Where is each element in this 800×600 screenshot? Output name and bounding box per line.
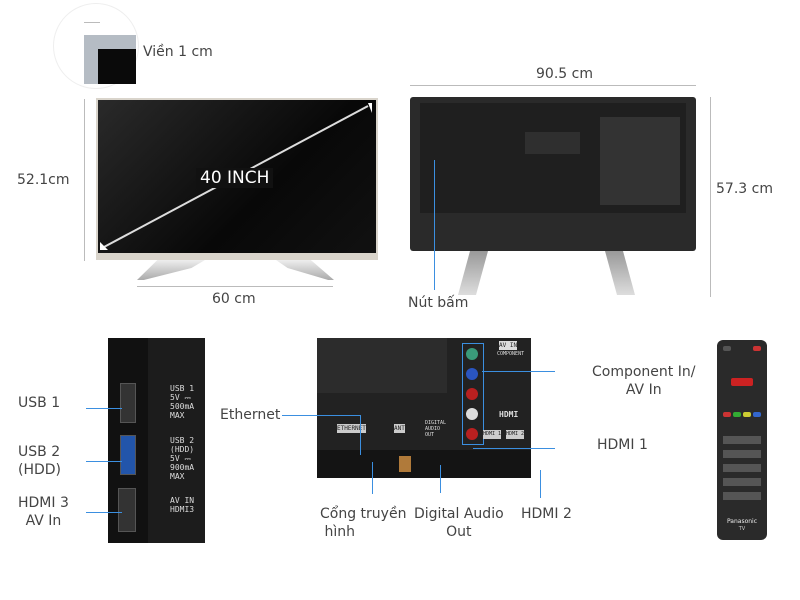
button-pointer-line	[434, 160, 435, 290]
ant-printed: ANT	[394, 424, 405, 433]
antenna-pointer	[372, 462, 373, 494]
remote-sub: TV	[738, 526, 746, 532]
hdmi2-printed: HDMI 2	[506, 430, 525, 439]
component-av-ports	[462, 343, 484, 445]
bezel-dimension-line	[84, 22, 100, 23]
front-stand-left	[137, 260, 205, 280]
usb1-pointer	[86, 408, 122, 409]
hdmi2-label: HDMI 2	[521, 506, 572, 522]
component-printed: COMPONENT	[497, 351, 525, 357]
diagonal-label: 40 INCH	[196, 168, 274, 188]
hdmi-logo: HDMI	[499, 410, 519, 419]
remote-control: Panasonic TV	[717, 340, 767, 540]
usb2-label: USB 2 (HDD)	[18, 444, 62, 478]
component-label: Component In/ AV In	[592, 364, 696, 398]
back-stand-left	[458, 251, 488, 295]
hdmi1-printed: HDMI 1	[483, 430, 502, 439]
ethernet-printed: ETHERNET	[337, 424, 366, 433]
back-height-line	[710, 97, 711, 297]
usb1-label: USB 1	[18, 395, 61, 411]
usb1-port	[120, 383, 136, 423]
hdmi3-port	[118, 488, 136, 532]
av-in-printed: AV IN	[499, 341, 518, 350]
front-tv: 40 INCH	[96, 98, 378, 260]
hdmi2-pointer	[540, 470, 541, 498]
back-stand-right	[605, 251, 635, 295]
remote-brand: Panasonic	[726, 518, 758, 525]
button-label: Nút bấm	[408, 295, 469, 311]
bezel-corner	[84, 35, 136, 84]
component-pointer	[482, 371, 555, 372]
hdmi3-label: HDMI 3 AV In	[18, 495, 69, 529]
front-height-label: 52.1cm	[17, 172, 70, 188]
front-width-line	[137, 286, 333, 287]
bezel-zoom-circle	[53, 3, 139, 89]
ethernet-label: Ethernet	[220, 407, 281, 423]
antenna-label: Cổng truyền hình	[320, 506, 407, 540]
back-width-label: 90.5 cm	[536, 66, 593, 82]
hdmi1-label: HDMI 1	[597, 437, 648, 453]
bezel-label: Viền 1 cm	[143, 44, 213, 60]
ethernet-pointer-v	[360, 415, 361, 455]
digital-audio-pointer	[440, 465, 441, 493]
antenna-connector	[399, 456, 411, 472]
usb2-printed: USB 2 (HDD) 5V ⎓ 900mA MAX	[170, 436, 195, 481]
hdmi1-pointer	[473, 448, 555, 449]
back-height-label: 57.3 cm	[716, 181, 773, 197]
back-tv	[410, 97, 696, 251]
back-width-line	[410, 85, 696, 86]
front-stand-right	[276, 260, 334, 280]
front-width-label: 60 cm	[212, 291, 256, 307]
ethernet-pointer	[282, 415, 360, 416]
hdmi3-printed: AV IN HDMI3	[170, 496, 195, 514]
digital-audio-label: Digital Audio Out	[414, 506, 504, 540]
digital-printed: DIGITAL AUDIO OUT	[425, 420, 447, 438]
usb1-printed: USB 1 5V ⎓ 500mA MAX	[170, 384, 195, 420]
rear-panel-photo: ETHERNET ANT DIGITAL AUDIO OUT AV IN COM…	[317, 338, 531, 478]
usb2-port	[120, 435, 136, 475]
hdmi3-pointer	[86, 512, 122, 513]
side-panel-photo: USB 1 5V ⎓ 500mA MAX USB 2 (HDD) 5V ⎓ 90…	[108, 338, 205, 543]
front-height-line	[84, 99, 85, 261]
usb2-pointer	[86, 461, 122, 462]
